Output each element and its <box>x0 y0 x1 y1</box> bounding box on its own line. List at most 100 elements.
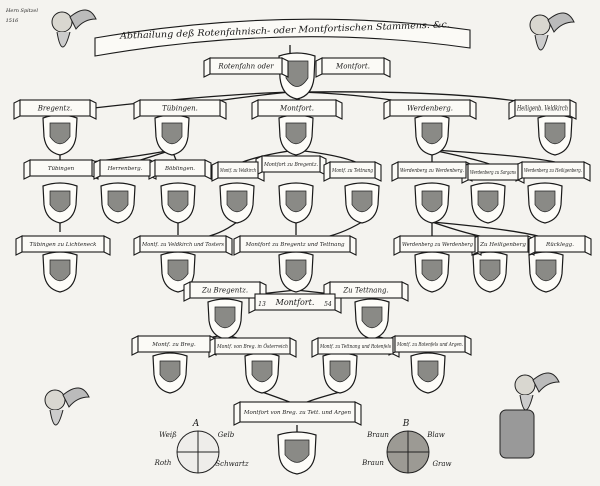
shield-field <box>107 190 129 213</box>
shield-field <box>285 122 307 145</box>
banner-ribbon <box>239 235 351 253</box>
banner-end <box>281 57 289 78</box>
banner-ribbon <box>397 161 467 179</box>
shield-field <box>214 306 236 329</box>
legend-color-label: Braun <box>366 431 389 439</box>
banner-end <box>508 99 516 120</box>
shield-field <box>535 259 557 282</box>
banner-end <box>374 161 382 182</box>
cherub-figure <box>56 31 71 48</box>
year-number: 13 <box>258 301 266 308</box>
banner-end <box>103 235 111 256</box>
shield-field <box>226 190 248 213</box>
cherub-figure <box>49 409 64 426</box>
banner-ribbon <box>257 99 337 117</box>
year-number: 54 <box>324 301 332 308</box>
banner-end <box>233 235 241 256</box>
banner-end <box>583 161 591 182</box>
banner-label: Werdenberg. <box>407 105 453 113</box>
wing-icon <box>62 387 90 408</box>
shield-field <box>49 122 71 145</box>
banner-label: Böblingen. <box>164 166 195 172</box>
lineage-line <box>431 149 556 163</box>
legend-color-label: Braun <box>361 459 384 467</box>
banner-end <box>211 161 219 182</box>
banner-label: Rücklegg. <box>545 242 574 248</box>
banner-label: Montf. zu Veldkirch <box>219 168 256 174</box>
banner-end <box>469 99 477 120</box>
banner-label: Montfort zu Bregentz. <box>263 162 318 168</box>
banner-end <box>133 235 141 256</box>
banner-label: Zu Tettnang. <box>342 287 388 295</box>
banner-label: Montf. zu Tettnang <box>331 168 373 174</box>
cherub-figure <box>51 11 73 33</box>
banner-ribbon <box>317 337 394 355</box>
wing-icon <box>69 9 97 30</box>
shield-field <box>167 190 189 213</box>
wing-icon <box>547 12 575 33</box>
banner-end <box>311 337 319 358</box>
shield-field <box>421 259 443 282</box>
cherub-figure <box>529 14 551 36</box>
legend-letter: A <box>192 419 200 429</box>
banner-end <box>289 337 297 358</box>
banner-label: Montfort von Breg. zu Tett. und Argen <box>243 410 352 416</box>
banner-ribbon <box>239 401 356 423</box>
banner-label: Werdenberg zu Werdenberg <box>402 242 473 248</box>
shield-field <box>351 190 373 213</box>
banner-end <box>391 161 399 182</box>
banner-ribbon <box>254 293 336 311</box>
banner-end <box>219 99 227 120</box>
shield-field <box>285 190 307 213</box>
wing-icon <box>532 372 560 393</box>
banner-ribbon <box>99 159 151 177</box>
circle-quadrant-divider <box>177 431 219 473</box>
shield-field <box>285 60 309 87</box>
title-banner <box>94 18 471 57</box>
banner-ribbon <box>139 99 221 117</box>
banner-end <box>349 235 357 256</box>
shield-field <box>167 259 189 282</box>
banner-ribbon <box>521 161 585 179</box>
legend-color-label: Weiß <box>159 431 177 439</box>
shield-field <box>329 360 351 383</box>
shield-field <box>161 122 183 145</box>
circle-quadrant-divider <box>387 431 429 473</box>
cherub-held-shield <box>499 409 535 459</box>
shield-field <box>534 190 556 213</box>
legend-color-label: Blaw <box>426 431 445 439</box>
banner-ribbon <box>329 161 376 179</box>
banner-label: Tübingen <box>48 166 75 172</box>
banner-label: Montfort. <box>335 63 370 71</box>
banner-end <box>23 159 31 180</box>
banner-ribbon <box>154 159 206 177</box>
banner-end <box>204 159 212 180</box>
banner-end <box>233 401 241 426</box>
banner-label: Herrenberg. <box>107 166 143 172</box>
shield-field <box>285 259 307 282</box>
banner-ribbon <box>514 99 571 117</box>
shield-field <box>417 360 439 383</box>
banner-end <box>131 335 139 356</box>
banner-end <box>354 401 362 426</box>
legend-color-label: Schwartz <box>215 460 249 468</box>
banner-end <box>251 99 259 120</box>
shield-field <box>361 306 383 329</box>
banner-end <box>183 281 191 302</box>
banner-ribbon <box>214 337 291 355</box>
shield-field <box>284 439 310 463</box>
banner-ribbon <box>137 335 211 353</box>
banner-ribbon <box>394 335 466 353</box>
banner-ribbon <box>467 163 519 181</box>
banner-label: Montf. zu Veldkirch und Tosters <box>141 242 224 248</box>
banner-label: Montfort. <box>279 105 314 113</box>
banner-ribbon <box>321 57 385 75</box>
banner-end <box>15 235 23 256</box>
cherub-figure <box>534 34 549 51</box>
shield-field <box>477 190 499 213</box>
legend-color-label: Graw <box>432 460 451 468</box>
banner-end <box>335 99 343 120</box>
banner-end <box>383 57 391 78</box>
banner-label: Montf. zu Rotenfels und Argen. <box>396 342 463 348</box>
